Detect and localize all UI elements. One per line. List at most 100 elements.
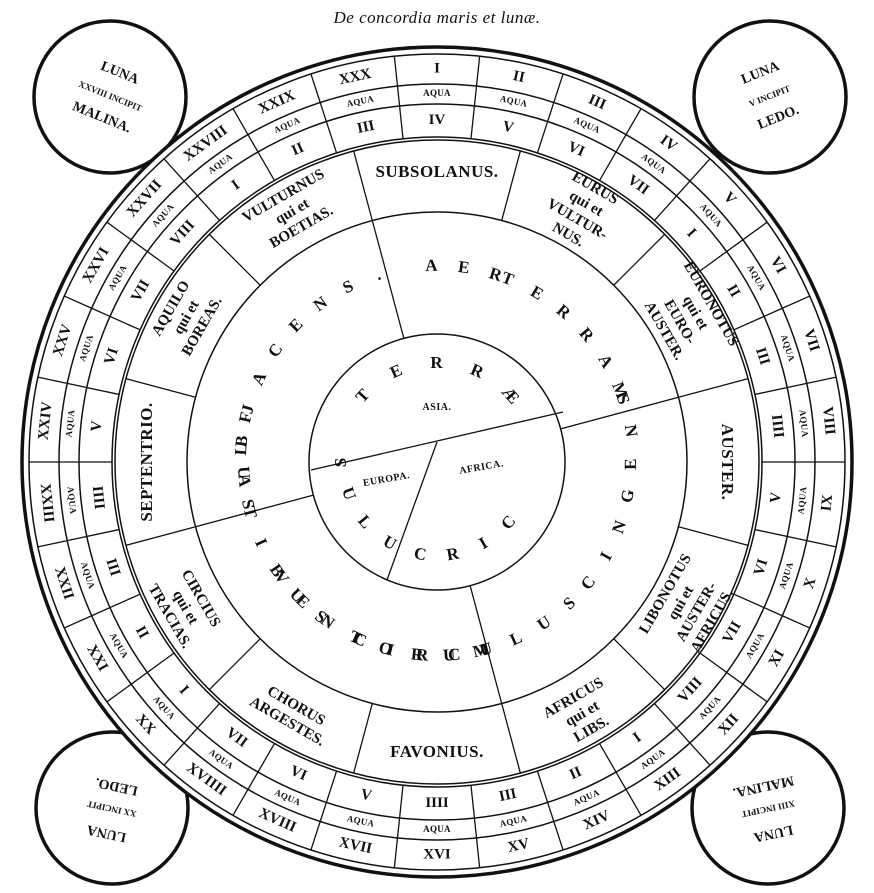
band-divider [560, 396, 679, 430]
band-letter: O [377, 638, 396, 660]
aqua-label: AQUA [66, 486, 79, 515]
band-letter: E [621, 457, 640, 470]
wind-divider [208, 638, 261, 691]
day-divider [232, 108, 249, 135]
aqua-divider [319, 770, 338, 822]
aqua-divider [470, 785, 478, 838]
band-letter: A [425, 256, 439, 275]
aqua-divider [754, 382, 807, 396]
aqua-divider [536, 770, 555, 822]
middle-number: V [359, 787, 373, 805]
outer-border-ring [20, 45, 854, 879]
aqua-divider [733, 307, 783, 331]
day-divider [106, 683, 132, 703]
day-divider [37, 376, 68, 385]
aqua-divider [247, 743, 276, 790]
band-letter: N [621, 423, 642, 439]
day-number: XV [506, 836, 531, 856]
day-number: IV [657, 132, 680, 155]
day-number: III [586, 92, 609, 114]
wind-name: SEPTENTRIO. [137, 402, 156, 521]
aqua-label: AQUA [797, 409, 810, 438]
aqua-divider [598, 743, 627, 790]
band-divider [469, 585, 503, 704]
aqua-label: AQUA [796, 486, 809, 515]
day-number: IX [818, 494, 836, 512]
day-divider [742, 221, 768, 241]
wind-divider [208, 233, 261, 286]
day-divider [689, 158, 711, 182]
wind-divider [501, 703, 521, 774]
wind-divider [125, 378, 196, 398]
wind-divider [353, 703, 373, 774]
day-divider [106, 221, 132, 241]
band-letter: I [385, 640, 397, 660]
corner-circle [32, 19, 188, 175]
day-divider [806, 539, 837, 548]
wind-name: AUSTER. [718, 424, 737, 501]
day-divider [553, 821, 564, 851]
aqua-divider [67, 382, 120, 396]
band-letter: T [240, 504, 262, 521]
diagram-title: De concordia maris et lunæ. [333, 8, 541, 27]
day-number: XVII [337, 835, 373, 858]
wind-name: SUBSOLANUS. [375, 162, 498, 181]
day-divider [625, 108, 642, 135]
aqua-divider [396, 785, 404, 838]
band-letter: U [477, 638, 495, 660]
aqua-divider [396, 86, 404, 139]
day-divider [475, 56, 481, 87]
day-divider [625, 789, 642, 816]
wind-divider [613, 638, 666, 691]
middle-number: V [768, 491, 785, 504]
day-number: XI [766, 647, 788, 670]
aqua-divider [653, 703, 691, 744]
aqua-divider [470, 86, 478, 139]
day-divider [310, 821, 321, 851]
middle-number: III [356, 118, 377, 137]
corner-circle [34, 730, 190, 886]
band-letter: . [373, 264, 384, 284]
band-letter: L [231, 442, 251, 456]
day-divider [689, 742, 711, 766]
day-number: XXIII [37, 483, 57, 524]
aqua-divider [699, 239, 744, 272]
day-number: I [434, 60, 440, 76]
day-divider [553, 73, 564, 103]
band-letter: U [442, 645, 456, 665]
circulus-letter: C [413, 543, 429, 564]
day-number: X [801, 575, 820, 590]
day-divider [742, 683, 768, 703]
terrae-letter: R [430, 353, 443, 372]
asia-divider [310, 411, 564, 471]
aqua-label: AQUA [64, 409, 77, 438]
aqua-divider [598, 134, 627, 181]
circulus-letter: U [338, 484, 360, 503]
europa-africa-divider [386, 441, 438, 581]
aqua-divider [754, 528, 807, 542]
aqua-label: AQUA [423, 824, 451, 834]
band-ring-boundary [186, 211, 688, 713]
middle-number: V [88, 420, 105, 433]
wind-divider [501, 150, 521, 221]
day-number: XXX [338, 66, 373, 88]
middle-number: IIII [425, 795, 449, 811]
aqua-divider [91, 307, 141, 331]
aqua-divider [130, 239, 175, 272]
day-divider [163, 158, 185, 182]
circulus-letter: S [331, 457, 350, 467]
band-letter: G [617, 487, 638, 504]
middle-number: III [752, 345, 773, 367]
middle-number: VI [101, 346, 121, 367]
middle-number: V [501, 118, 515, 136]
band-letter: M [471, 639, 492, 661]
day-divider [806, 376, 837, 385]
aqua-divider [67, 528, 120, 542]
band-letter: F [235, 409, 256, 424]
aqua-divider [247, 134, 276, 181]
band-divider [195, 494, 314, 528]
